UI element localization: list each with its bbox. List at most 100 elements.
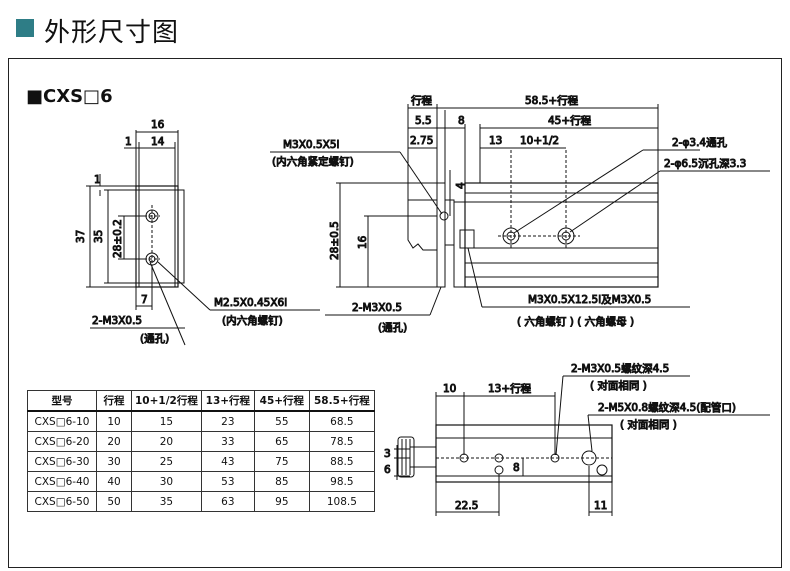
leader-m3-2 <box>429 286 442 316</box>
table-cell: 15 <box>131 410 202 432</box>
m25-sub-label: (内六角螺钉) <box>222 314 283 327</box>
dim-11-label: 11 <box>594 500 607 512</box>
table-cell: 25 <box>131 451 202 472</box>
table-cell: 85 <box>253 471 310 492</box>
side-view-texts: 行程 58.5+行程 5.5 8 45+行程 2.75 13 10+1/2 4 … <box>272 94 747 335</box>
table-cell: CXS□6-10 <box>27 410 97 432</box>
dim-16-side-label: 16 <box>357 235 369 249</box>
table-cell: 95 <box>253 491 310 512</box>
table-cell: CXS□6-20 <box>27 431 97 452</box>
side-view <box>270 104 770 316</box>
model-label: ■CXS□6 <box>26 86 113 107</box>
side-front-plate <box>436 182 446 288</box>
leader-m3b <box>555 375 564 456</box>
m3-label: 2-M3X0.5 <box>92 315 142 327</box>
bottom-view-texts: 10 13+行程 3 6 8 22.5 11 2-M3X0.5螺纹深4.5 ( … <box>384 362 737 513</box>
spec-table: 型号 行程 10+1/2行程 13+行程 45+行程 58.5+行程 CXS□6… <box>27 390 375 512</box>
header-square-icon <box>16 19 34 37</box>
table-cell: 20 <box>96 431 132 452</box>
table-row: CXS□6-30 30 25 43 75 88.5 <box>27 451 375 472</box>
hole65-label: 2-φ6.5沉孔深3.3 <box>664 157 746 170</box>
table-cell: CXS□6-40 <box>27 471 97 492</box>
m25-label: M2.5X0.45X6l <box>214 297 287 309</box>
hole34-label: 2-φ3.4通孔 <box>672 136 728 149</box>
side-body-outline <box>464 182 659 288</box>
page-header: 外形尺寸图 <box>0 0 790 52</box>
leader-m25 <box>157 261 211 311</box>
dim-stroke-label: 行程 <box>411 94 432 107</box>
dim-225-label: 22.5 <box>455 500 478 512</box>
side-screw-head <box>459 229 475 249</box>
table-cell: 30 <box>96 451 132 472</box>
dim-14-label: 14 <box>151 136 165 148</box>
leader-m5 <box>587 414 593 452</box>
table-header-cell: 型号 <box>27 390 97 412</box>
drawing-frame <box>8 58 782 568</box>
dim-45-label: 45+行程 <box>548 114 592 127</box>
front-body-outline <box>135 185 179 288</box>
dim-3-label: 3 <box>384 448 391 460</box>
leader-m3x12 <box>467 247 483 308</box>
page-title: 外形尺寸图 <box>44 18 180 48</box>
table-cell: 63 <box>200 491 255 512</box>
table-header-cell: 10+1/2行程 <box>131 390 202 412</box>
m3x12-sub-label: ( 六角螺钉 ) ( 六角螺母 ) <box>517 316 634 328</box>
table-cell: 40 <box>96 471 132 492</box>
table-header-row: 型号 行程 10+1/2行程 13+行程 45+行程 58.5+行程 <box>27 390 375 412</box>
leader-hole34 <box>513 149 644 234</box>
m3x12-label: M3X0.5X12.5l及M3X0.5 <box>528 294 651 306</box>
dim-16-label: 16 <box>151 119 165 131</box>
table-cell: 30 <box>131 471 202 492</box>
m3x5-sub-label: (内六角紧定螺钉) <box>272 155 354 168</box>
dim-37-label: 37 <box>75 230 87 243</box>
dim-1b-label: 1 <box>94 174 101 186</box>
dim-13-label: 13 <box>489 135 502 147</box>
m3b-sub-label: ( 对面相同 ) <box>590 379 647 392</box>
dim-28-05-label: 28±0.5 <box>329 221 341 260</box>
side-bracket <box>407 199 438 251</box>
table-row: CXS□6-10 10 15 23 55 68.5 <box>27 410 375 432</box>
dim-10b-label: 10 <box>443 383 456 395</box>
table-header-cell: 58.5+行程 <box>308 390 375 412</box>
table-cell: CXS□6-50 <box>27 491 97 512</box>
table-cell: 35 <box>131 491 202 512</box>
table-header-cell: 行程 <box>96 390 132 412</box>
dim-8b-label: 8 <box>513 462 520 474</box>
dim-7-label: 7 <box>141 294 148 306</box>
dim-28-label: 28±0.2 <box>112 219 124 258</box>
table-row: CXS□6-50 50 35 63 95 108.5 <box>27 491 375 512</box>
table-cell: 10 <box>96 410 132 432</box>
table-cell: 88.5 <box>308 451 375 472</box>
table-row: CXS□6-20 20 20 33 65 78.5 <box>27 431 375 452</box>
table-row: CXS□6-40 40 30 53 85 98.5 <box>27 471 375 492</box>
m5-sub-label: ( 对面相同 ) <box>620 418 677 431</box>
table-cell: 53 <box>200 471 255 492</box>
leader-m3x5 <box>399 151 443 215</box>
bottom-hole-3 <box>494 465 504 475</box>
bottom-body-outline <box>435 424 613 483</box>
dim-585-label: 58.5+行程 <box>525 94 579 107</box>
table-cell: 20 <box>131 431 202 452</box>
table-cell: 75 <box>253 451 310 472</box>
table-header-cell: 45+行程 <box>253 390 310 412</box>
dim-13b-label: 13+行程 <box>488 382 532 395</box>
dim-8-label: 8 <box>458 115 465 127</box>
dim-1-label: 1 <box>125 136 132 148</box>
m3-2-sub-label: (通孔) <box>378 321 407 334</box>
table-cell: 43 <box>200 451 255 472</box>
m3b-label: 2-M3X0.5螺纹深4.5 <box>571 362 669 375</box>
m5-label: 2-M5X0.8螺纹深4.5(配管口) <box>598 401 736 414</box>
dim-35-label: 35 <box>93 230 105 243</box>
table-header-cell: 13+行程 <box>200 390 255 412</box>
table-cell: 108.5 <box>308 491 375 512</box>
leader-hole65 <box>569 170 661 233</box>
table-cell: CXS□6-30 <box>27 451 97 472</box>
front-view-texts: 16 1 14 1 37 35 28±0.2 7 M2.5X0.45X6l (内… <box>75 119 288 346</box>
front-view <box>86 130 320 346</box>
bottom-view <box>394 375 770 516</box>
m3x5-label: M3X0.5X5l <box>283 139 339 151</box>
table-cell: 78.5 <box>308 431 375 452</box>
bottom-port-2 <box>596 464 608 476</box>
table-cell: 23 <box>200 410 255 432</box>
table-cell: 65 <box>253 431 310 452</box>
